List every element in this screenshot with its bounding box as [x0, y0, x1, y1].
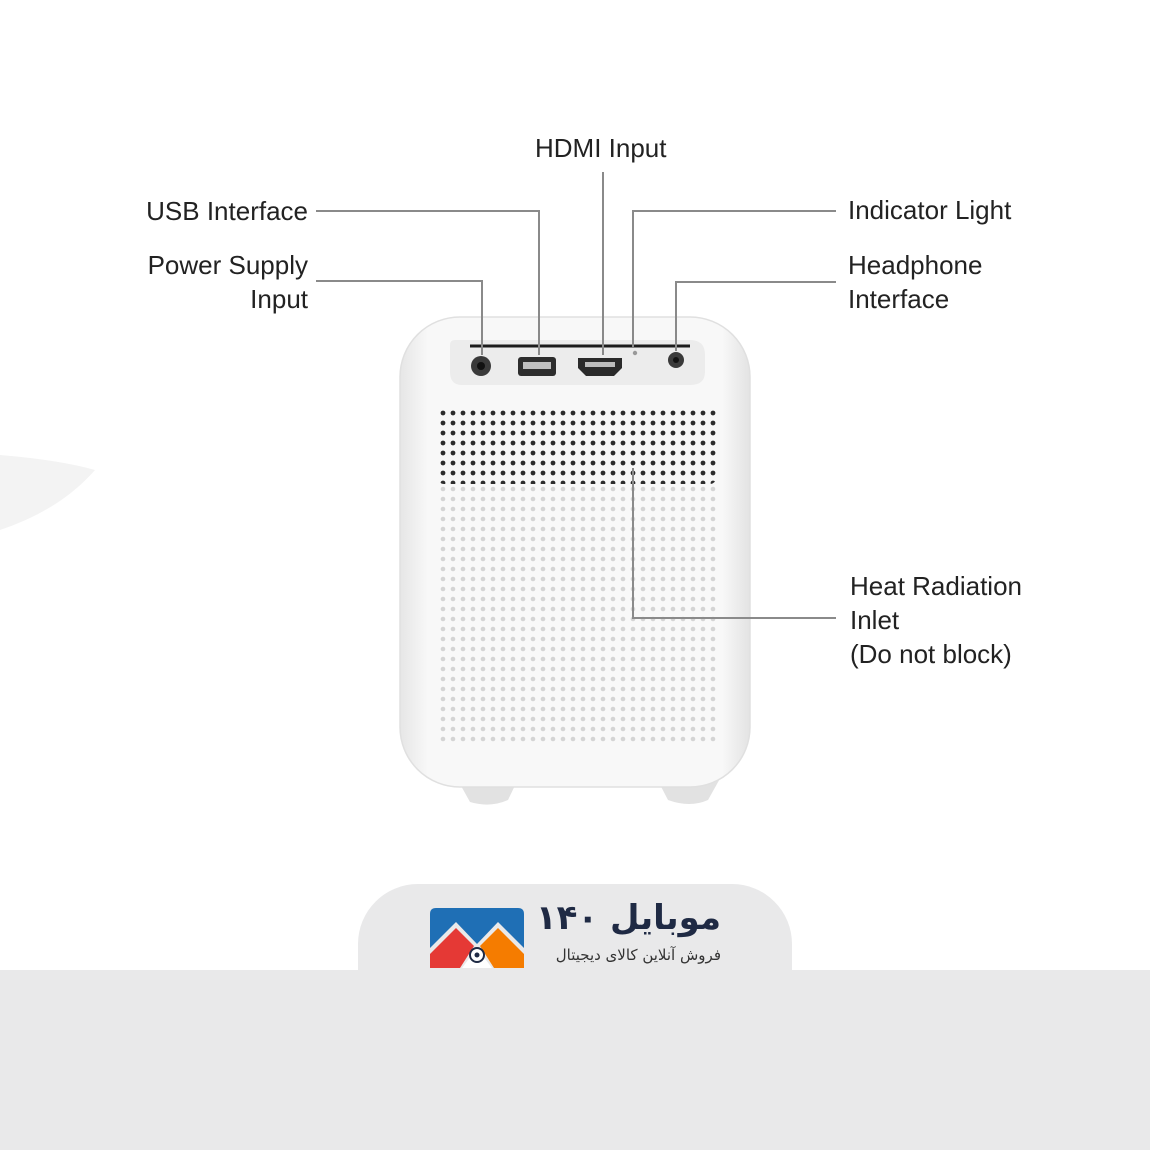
- hdmi-label: HDMI Input: [535, 131, 667, 165]
- brand-name: موبایل ۱۴۰: [535, 898, 721, 938]
- heat-label-line2: Inlet: [850, 603, 899, 637]
- background-shape: [0, 455, 95, 530]
- headphone-label-line2: Interface: [848, 282, 949, 316]
- heat-label-line1: Heat Radiation: [850, 569, 1022, 603]
- vent-grill-dark: [438, 408, 716, 484]
- brand-logo-icon: [430, 908, 524, 970]
- brand-tagline: فروش آنلاین کالای دیجیتال: [520, 944, 721, 966]
- power-label-line1: Power Supply: [100, 248, 308, 282]
- heat-label-line3: (Do not block): [850, 637, 1012, 671]
- headphone-label-line1: Headphone: [848, 248, 982, 282]
- power-label-line2: Input: [100, 282, 308, 316]
- indicator-label: Indicator Light: [848, 193, 1011, 227]
- usb-label: USB Interface: [100, 194, 308, 228]
- indicator-light: [633, 351, 637, 355]
- vent-grill-light: [438, 484, 716, 746]
